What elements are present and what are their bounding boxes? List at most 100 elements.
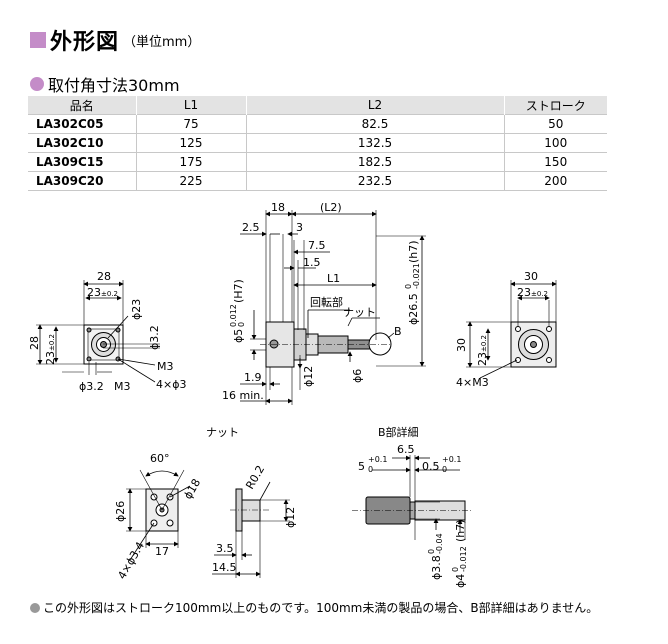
table-cell: LA309C20 xyxy=(28,171,136,191)
table-cell: LA302C05 xyxy=(28,114,136,134)
title-square-icon xyxy=(30,32,46,48)
dim-side-l1: L1 xyxy=(327,272,340,285)
front-view xyxy=(36,280,160,383)
svg-text:5: 5 xyxy=(358,460,365,473)
label-side-nut: ナット xyxy=(343,306,376,319)
dim-side-3: 3 xyxy=(296,221,303,234)
dim-nut-145: 14.5 xyxy=(212,561,237,574)
svg-text:-0.04: -0.04 xyxy=(435,533,444,554)
side-view-labels: 18 (L2) 2.5 3 7.5 1.5 L1 回転部 ナット B ϕ5 0.… xyxy=(222,201,421,402)
svg-text:-0.012: -0.012 xyxy=(459,546,468,572)
bullet-dot-icon xyxy=(30,77,44,91)
dim-nut-d18: ϕ18 xyxy=(181,477,203,502)
section-title-text: 外形図 xyxy=(50,30,120,55)
dim-side-15: 1.5 xyxy=(303,256,321,269)
svg-text:(h7): (h7) xyxy=(454,519,467,542)
label-back-holes: 4×M3 xyxy=(456,376,489,389)
nut-title: ナット xyxy=(206,426,239,439)
dim-side-d6: ϕ6 xyxy=(351,369,364,383)
svg-text:0: 0 xyxy=(237,322,246,327)
dim-side-16min: 16 min. xyxy=(222,389,264,402)
dim-side-d5: ϕ5 0.012 0 (H7) xyxy=(229,279,246,343)
dim-side-l2: (L2) xyxy=(320,201,342,214)
dim-front-d32: ϕ3.2 xyxy=(148,325,161,350)
bdetail-labels: B部詳細 6.5 5 +0.1 0 0.5 +0.1 0 ϕ3.8 0 -0.0… xyxy=(358,425,468,588)
label-side-b: B xyxy=(394,325,402,338)
dim-nut-angle: 60° xyxy=(150,452,170,465)
svg-text:+0.1: +0.1 xyxy=(442,455,461,464)
dim-front-height-tol: 23±0.2 xyxy=(44,334,57,365)
back-view xyxy=(466,280,557,379)
svg-text:0.5: 0.5 xyxy=(422,460,440,473)
table-header: L2 xyxy=(245,96,504,115)
dim-side-18: 18 xyxy=(271,201,285,214)
table-row: LA309C20 225 232.5 200 xyxy=(28,171,607,191)
subsection-title-text: 取付角寸法30mm xyxy=(48,76,180,95)
svg-text:+0.1: +0.1 xyxy=(368,455,387,464)
svg-text:(H7): (H7) xyxy=(232,279,245,303)
table-cell: 175 xyxy=(135,152,246,172)
dim-side-d265: ϕ26.5 0 -0.021 (h7) xyxy=(404,240,421,325)
dim-front-d32b: ϕ3.2 xyxy=(79,380,104,393)
table-row: LA302C10 125 132.5 100 xyxy=(28,133,607,153)
front-view-labels: 28 23±0.2 28 23±0.2 ϕ23 ϕ3.2 M3 ϕ3.2 M3 … xyxy=(28,270,186,393)
dim-bdetail-05: 0.5 +0.1 0 xyxy=(422,455,461,474)
bullet-dot-icon xyxy=(30,602,40,613)
dim-nut-17: 17 xyxy=(155,545,169,558)
footnote-text: この外形図はストローク100mm以上のものです。100mm未満の製品の場合、B部… xyxy=(43,601,599,615)
table-cell: 75 xyxy=(135,114,246,134)
spec-table: 品名 L1 L2 ストローク LA302C05 75 82.5 50 LA302… xyxy=(28,96,607,191)
table-cell: LA309C15 xyxy=(28,152,136,172)
table-cell: 132.5 xyxy=(245,133,504,153)
svg-text:ϕ5: ϕ5 xyxy=(232,329,245,343)
bdetail-view xyxy=(352,455,472,540)
dim-back-height-tol: 23±0.2 xyxy=(476,335,489,366)
nut-view xyxy=(126,469,290,578)
dim-front-width: 28 xyxy=(97,270,111,283)
dim-back-width-tol: 23±0.2 xyxy=(517,286,548,299)
label-front-holes: 4×ϕ3 xyxy=(156,378,186,391)
nut-labels: ナット 60° ϕ18 ϕ26 17 4×ϕ3.4 R0.2 ϕ12 3.5 1… xyxy=(114,426,297,582)
dim-front-height: 28 xyxy=(28,336,41,350)
table-cell: 232.5 xyxy=(245,171,504,191)
svg-text:ϕ3.8: ϕ3.8 xyxy=(430,555,443,580)
svg-text:ϕ4: ϕ4 xyxy=(454,574,467,588)
table-row: LA302C05 75 82.5 50 xyxy=(28,114,607,134)
svg-text:0: 0 xyxy=(442,465,447,474)
label-front-m3b: M3 xyxy=(114,380,131,393)
dim-bdetail-65: 6.5 xyxy=(397,443,415,456)
dim-bdetail-5: 5 +0.1 0 xyxy=(358,455,387,474)
dim-front-d23: ϕ23 xyxy=(130,299,143,320)
svg-text:0.012: 0.012 xyxy=(229,304,238,327)
dim-side-d12: ϕ12 xyxy=(302,366,315,387)
dim-bdetail-d4: ϕ4 0 -0.012 (h7) xyxy=(451,519,468,588)
svg-text:ϕ26.5: ϕ26.5 xyxy=(407,293,420,325)
dim-nut-r02: R0.2 xyxy=(243,463,267,491)
bdetail-title: B部詳細 xyxy=(378,425,419,439)
dim-side-25: 2.5 xyxy=(242,221,260,234)
dim-bdetail-d38: ϕ3.8 0 -0.04 xyxy=(427,533,444,580)
table-cell: 182.5 xyxy=(245,152,504,172)
dim-nut-d12: ϕ12 xyxy=(284,507,297,528)
dim-back-height: 30 xyxy=(455,338,468,352)
subsection-title: 取付角寸法30mm xyxy=(30,72,180,96)
svg-text:-0.021: -0.021 xyxy=(412,263,421,289)
table-row: LA309C15 175 182.5 150 xyxy=(28,152,607,172)
table-cell: 225 xyxy=(135,171,246,191)
dim-nut-35: 3.5 xyxy=(216,542,234,555)
table-cell: 150 xyxy=(503,152,607,172)
table-header: ストローク xyxy=(503,96,607,115)
table-header-row: 品名 L1 L2 ストローク xyxy=(28,96,607,115)
table-cell: 125 xyxy=(135,133,246,153)
svg-text:0: 0 xyxy=(427,549,436,554)
back-view-labels: 30 23±0.2 30 23±0.2 4×M3 xyxy=(455,270,548,389)
side-view xyxy=(240,210,426,405)
table-cell: LA302C10 xyxy=(28,133,136,153)
unit-label: （単位mm） xyxy=(123,34,201,50)
table-cell: 82.5 xyxy=(245,114,504,134)
section-title: 外形図 （単位mm） xyxy=(30,26,201,55)
label-side-rotor: 回転部 xyxy=(310,295,343,309)
dim-nut-d26: ϕ26 xyxy=(114,501,127,522)
dim-side-75: 7.5 xyxy=(308,239,326,252)
